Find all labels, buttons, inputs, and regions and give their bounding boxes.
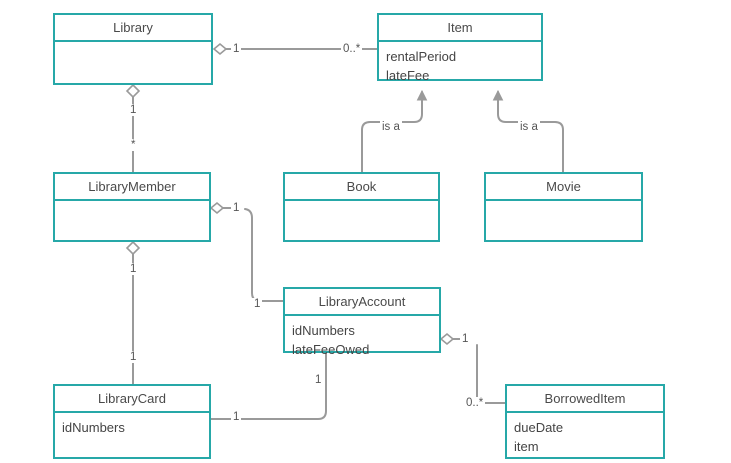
- edge-label-lbl-acct-borrow-1: 1: [460, 333, 471, 345]
- class-box-libraryaccount[interactable]: LibraryAccount idNumbers lateFeeOwed: [283, 287, 441, 357]
- attribute-duedate: dueDate: [514, 420, 564, 435]
- edge-label-lbl-card-acct-1: 1: [231, 411, 242, 423]
- edge-label-lbl-item-0n: 0..*: [341, 43, 363, 55]
- edge-label-lbl-acct-card-1: 1: [313, 374, 324, 386]
- attribute-rentalperiod: rentalPeriod: [386, 49, 457, 64]
- attribute-latefeeowed: lateFeeOwed: [292, 342, 370, 357]
- edge-label-lbl-mem-card-1: 1: [128, 263, 139, 275]
- class-box-book[interactable]: Book: [283, 172, 440, 242]
- class-attrs-item: rentalPeriod lateFee: [379, 42, 541, 85]
- class-box-librarycard[interactable]: LibraryCard idNumbers: [53, 384, 211, 459]
- edge-label-lbl-lib-mem-star: *: [129, 139, 138, 151]
- edge-library-librarymember: [125, 83, 141, 173]
- class-name-movie: Movie: [486, 174, 641, 201]
- edge-label-lbl-mem-acct-1: 1: [231, 202, 242, 214]
- class-box-library[interactable]: Library: [53, 13, 213, 85]
- edge-librarymember-libraryaccount: [209, 201, 284, 302]
- attribute-latefee: lateFee: [386, 68, 430, 83]
- class-attrs-librarycard: idNumbers: [55, 413, 209, 437]
- class-box-item[interactable]: Item rentalPeriod lateFee: [377, 13, 543, 83]
- edge-label-lbl-lib-mem-1: 1: [128, 104, 139, 116]
- attribute-item: item: [514, 439, 539, 454]
- edge-librarycard-libraryaccount: [210, 352, 327, 420]
- edge-label-lbl-borrow-0n: 0..*: [464, 397, 486, 409]
- class-box-librarymember[interactable]: LibraryMember: [53, 172, 211, 242]
- edge-label-lbl-library-1: 1: [231, 43, 242, 55]
- edge-libraryaccount-borroweditem: [439, 332, 506, 404]
- class-name-libraryaccount: LibraryAccount: [285, 289, 439, 316]
- class-attrs-borroweditem: dueDate item: [507, 413, 663, 456]
- class-attrs-librarymember: [55, 201, 209, 206]
- class-attrs-book: [285, 201, 438, 206]
- class-name-item: Item: [379, 15, 541, 42]
- class-attrs-movie: [486, 201, 641, 206]
- class-name-borroweditem: BorrowedItem: [507, 386, 663, 413]
- edge-label-lbl-acct-mem-1: 1: [252, 298, 263, 310]
- attribute-idnumbers: idNumbers: [62, 420, 125, 435]
- attribute-idnumbers: idNumbers: [292, 323, 355, 338]
- class-attrs-library: [55, 42, 211, 47]
- class-name-library: Library: [55, 15, 211, 42]
- edge-label-lbl-isa-book: is a: [380, 121, 402, 133]
- class-box-movie[interactable]: Movie: [484, 172, 643, 242]
- edge-label-lbl-card-mem-1: 1: [128, 351, 139, 363]
- class-attrs-libraryaccount: idNumbers lateFeeOwed: [285, 316, 439, 359]
- class-box-borroweditem[interactable]: BorrowedItem dueDate item: [505, 384, 665, 459]
- class-name-book: Book: [285, 174, 438, 201]
- edge-label-lbl-isa-movie: is a: [518, 121, 540, 133]
- class-name-librarymember: LibraryMember: [55, 174, 209, 201]
- class-name-librarycard: LibraryCard: [55, 386, 209, 413]
